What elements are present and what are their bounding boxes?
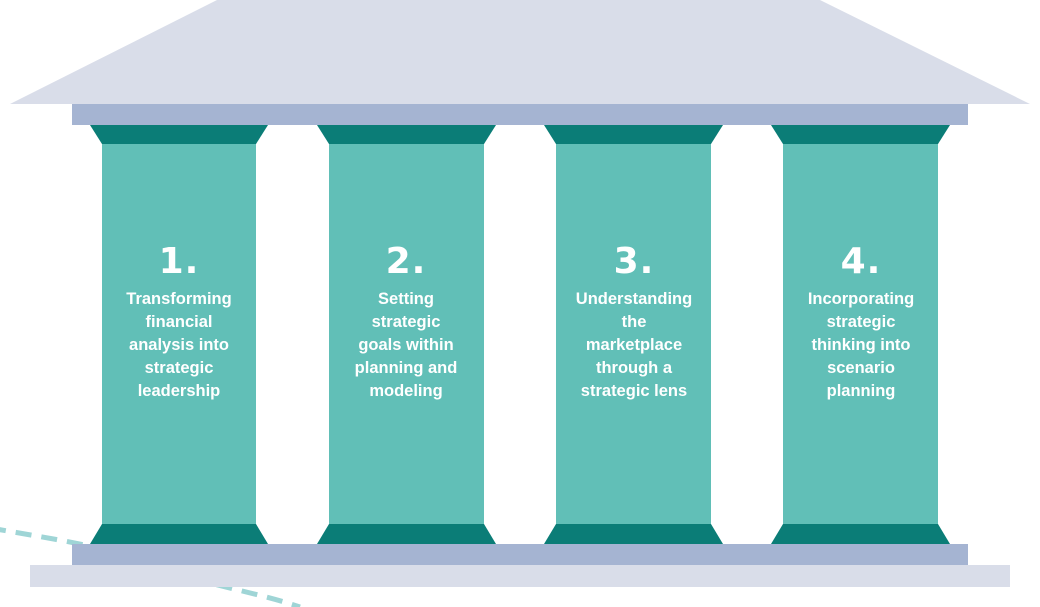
pillar-1 (90, 125, 268, 544)
pillar-3-label: Understanding the marketplace through a … (575, 290, 693, 400)
pillar-2-plinth (317, 524, 496, 544)
pillar-3-number: 3. (613, 241, 655, 282)
decorative-dashed-line (0, 527, 301, 607)
pillar-3-plinth (544, 524, 723, 544)
pillar-4-label: Incorporating strategic thinking into sc… (807, 290, 915, 400)
pillar-1-text: 1. Transforming financial analysis into … (104, 242, 254, 403)
pillar-1-number: 1. (158, 241, 200, 282)
pillar-4-capital (771, 125, 950, 144)
pillar-2-capital (317, 125, 496, 144)
top-beam (72, 104, 968, 125)
pillar-4-text: 4. Incorporating strategic thinking into… (786, 242, 936, 403)
pillar-2-shaft (329, 144, 484, 524)
pillar-2-text: 2. Setting strategic goals within planni… (331, 242, 481, 403)
pillar-2-number: 2. (385, 241, 427, 282)
pillar-4-shaft (783, 144, 938, 524)
pillar-3-text: 3. Understanding the marketplace through… (559, 242, 709, 403)
pillar-1-label: Transforming financial analysis into str… (126, 290, 232, 400)
pillar-1-shaft (102, 144, 256, 524)
pillar-1-plinth (90, 524, 268, 544)
pillar-4-number: 4. (840, 241, 882, 282)
pillar-2 (317, 125, 496, 544)
pillar-3 (544, 125, 723, 544)
base-slab (30, 565, 1010, 587)
pillar-4 (771, 125, 950, 544)
bottom-beam (72, 544, 968, 565)
pillar-2-label: Setting strategic goals within planning … (354, 290, 458, 400)
pillar-1-capital (90, 125, 268, 144)
pillar-3-capital (544, 125, 723, 144)
pillar-4-plinth (771, 524, 950, 544)
pillar-3-shaft (556, 144, 711, 524)
roof-pediment (10, 0, 1030, 104)
